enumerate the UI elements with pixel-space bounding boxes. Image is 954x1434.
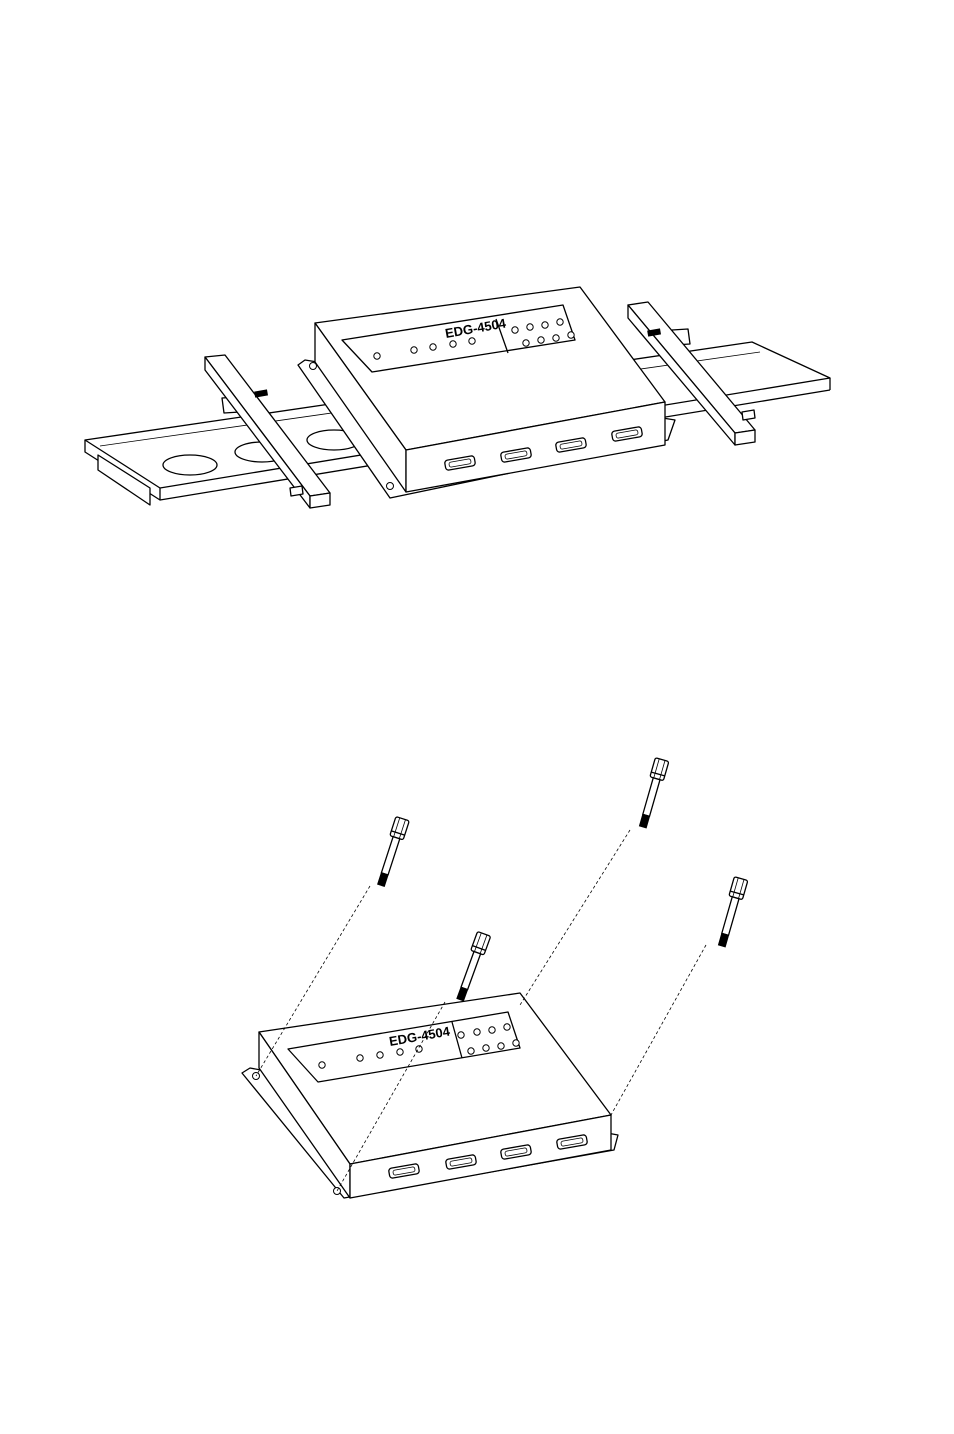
device-body-2 bbox=[242, 993, 618, 1198]
mounting-screw bbox=[715, 877, 748, 948]
mounting-screw bbox=[454, 932, 491, 1003]
wall-mount-figure: EDG-4504 bbox=[242, 758, 748, 1198]
din-rail-figure: EDG-4504 bbox=[85, 287, 830, 508]
mounting-screw bbox=[636, 758, 669, 829]
mounting-screw bbox=[374, 817, 409, 888]
